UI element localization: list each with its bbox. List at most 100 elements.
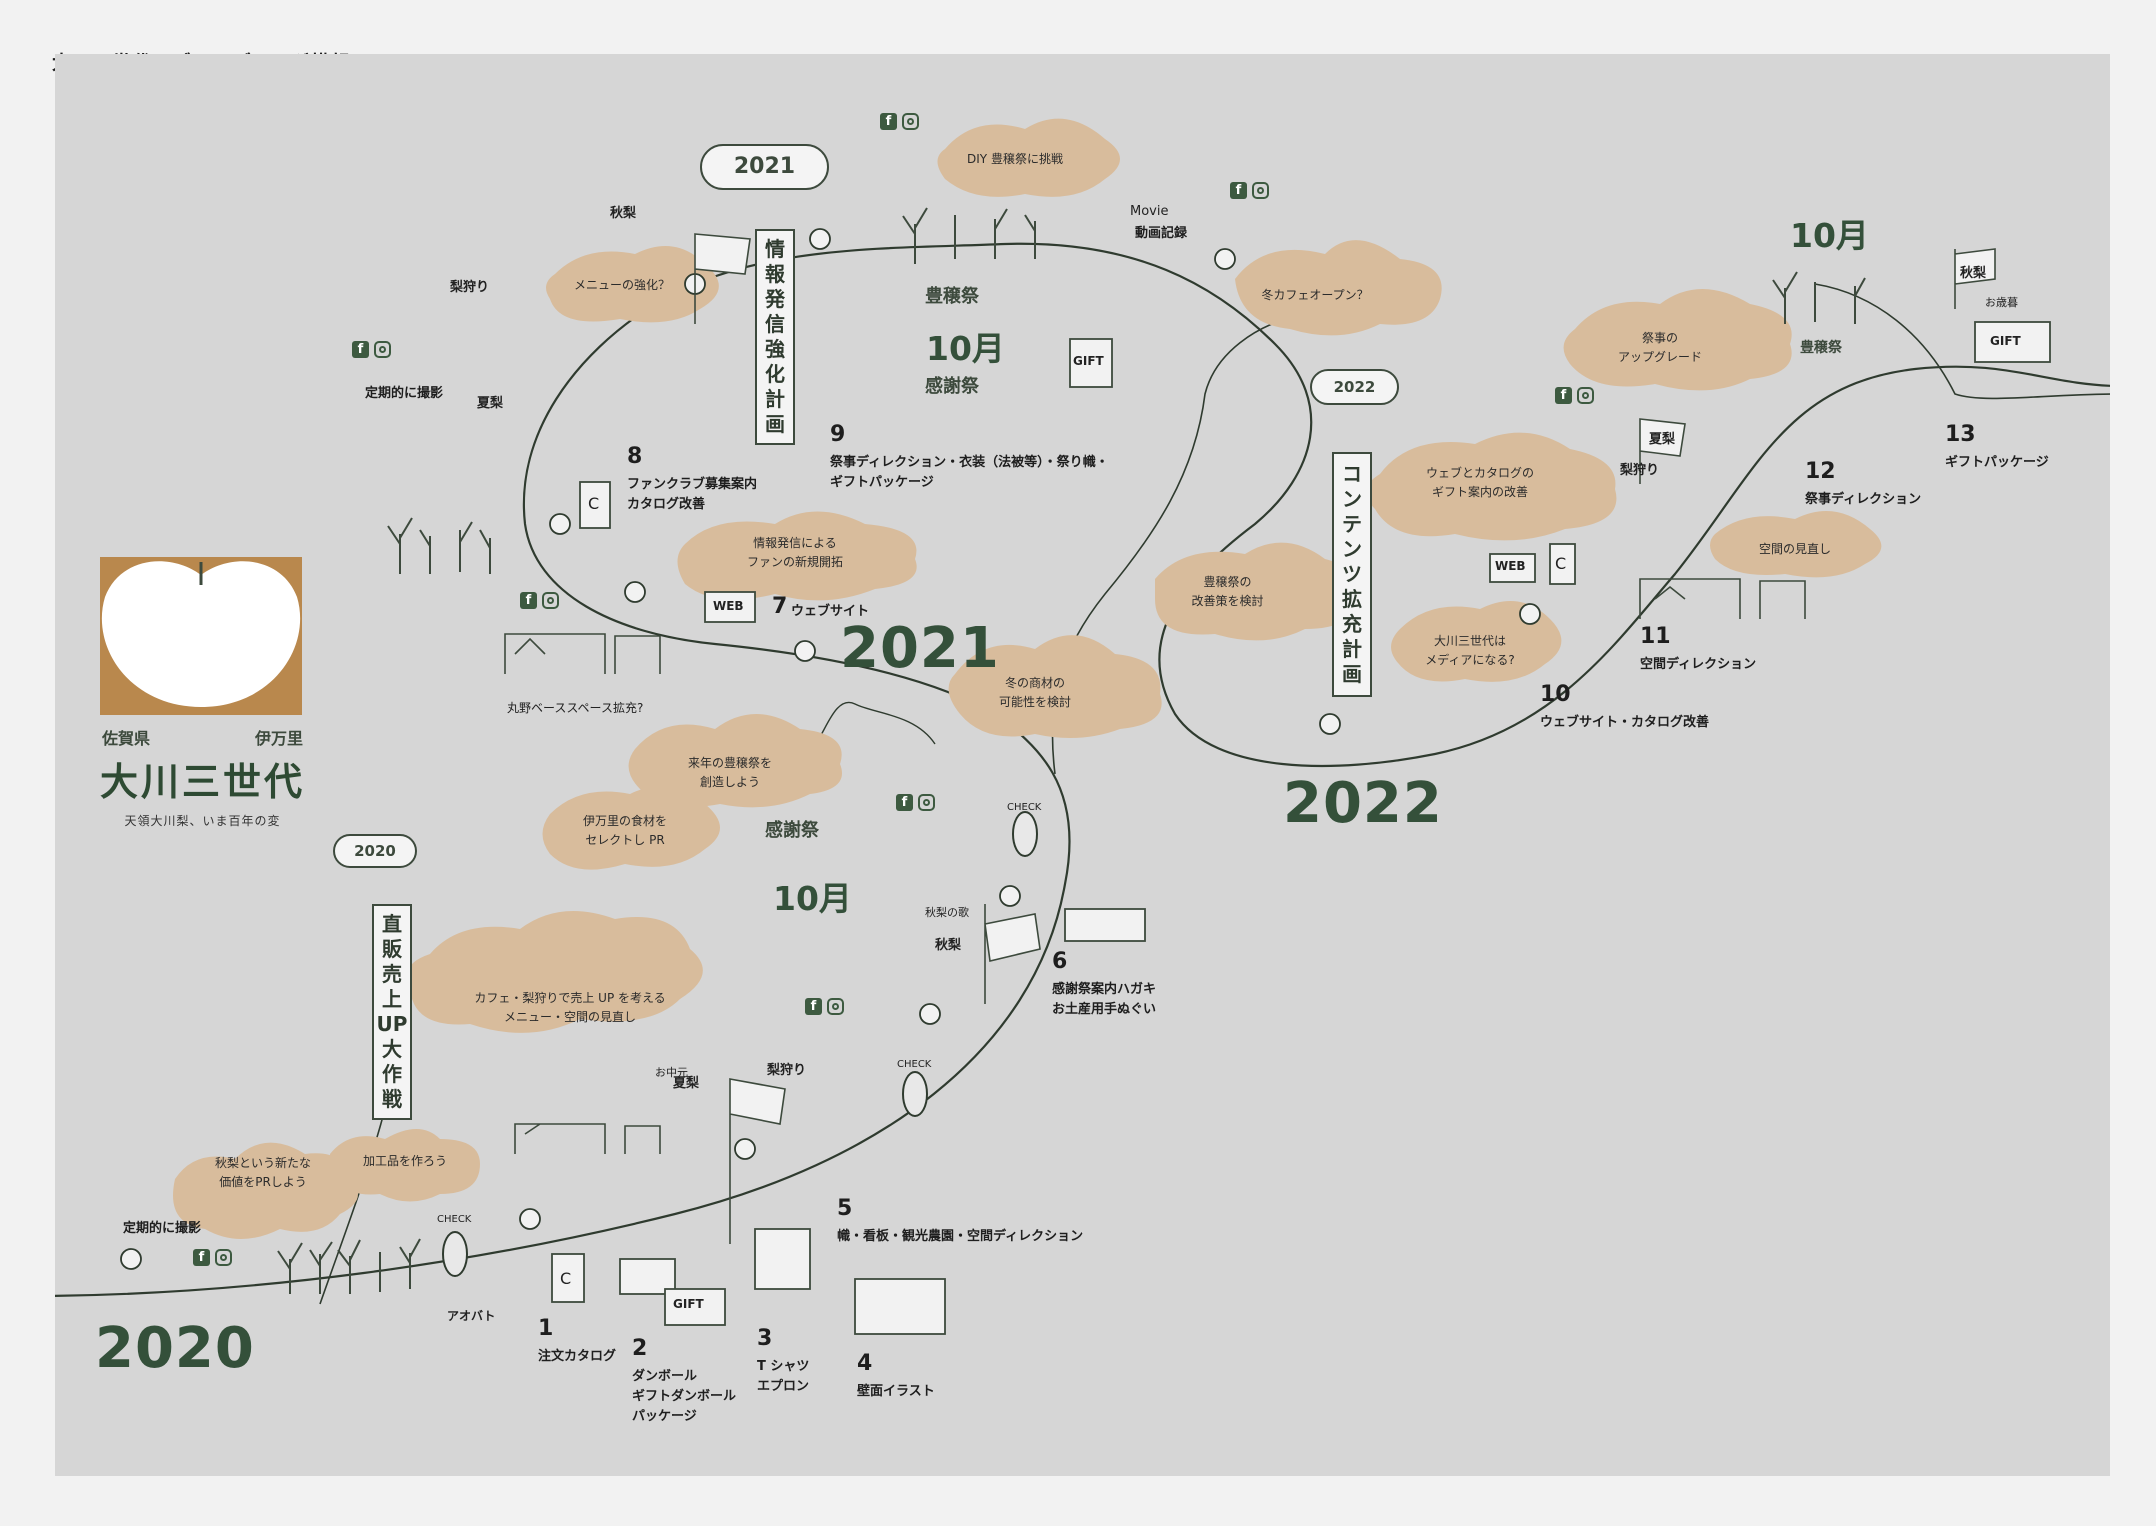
gift-9 [1069, 338, 1113, 388]
item-number-5: 5 [837, 1196, 853, 1221]
label-web-10: WEB [1495, 559, 1526, 573]
tree-drawings [277, 207, 1866, 1294]
banner-2020: 直販売上UP大作戦 [372, 904, 412, 1120]
label-kanshasai-2020: 感謝祭 [765, 820, 819, 841]
label-akinashi-1: 秋梨 [935, 938, 962, 953]
cloud-text-7: 情報発信による ファンの新規開拓 [746, 536, 843, 569]
item-label-8: ファンクラブ募集案内 カタログ改善 [627, 477, 758, 513]
note-omiyage: お中元 [655, 1066, 688, 1079]
cloud-9 [937, 118, 1120, 197]
item-number-3: 3 [757, 1326, 773, 1351]
cloud-15 [1710, 511, 1882, 578]
zeppelin-2022: 2022 [1310, 369, 1399, 405]
cloud-11 [1366, 432, 1617, 541]
cloud-2 [330, 1129, 480, 1202]
note-movie-word: Movie [1130, 204, 1169, 219]
marker-3c [1319, 713, 1341, 735]
marker-3b [1214, 248, 1236, 270]
label-gift-13: GIFT [1990, 334, 2021, 348]
logo-city: 伊万里 [254, 729, 303, 748]
instagram-icon [542, 592, 559, 609]
marker-6 [519, 1208, 541, 1230]
banner-2021: 情報発信強化計画 [755, 229, 795, 445]
item-label-9: 祭事ディレクション・衣装（法被等）・祭り幟・ ギフトパッケージ [830, 455, 1109, 491]
gift-13 [1974, 321, 2051, 363]
instagram-icon [827, 998, 844, 1015]
label-nashigari-1: 梨狩り [450, 280, 490, 295]
item-number-11: 11 [1640, 624, 1671, 649]
instagram-icon [902, 113, 919, 130]
item-label-3: T シャツ エプロン [757, 1359, 810, 1395]
cloud-text-9: DIY 豊穣祭に挑戦 [967, 152, 1063, 166]
shirt-3 [754, 1228, 811, 1290]
note-check-2: CHECK [897, 1059, 932, 1070]
cloud-5 [542, 786, 720, 870]
item-number-12: 12 [1805, 459, 1836, 484]
month-oct-2022: 10月 [1790, 216, 1869, 255]
facebook-icon: f [896, 794, 913, 811]
box-2b [664, 1288, 726, 1326]
note-movie: 動画記録 [1135, 226, 1188, 241]
cloud-text-2: 加工品を作ろう [362, 1154, 447, 1168]
item-number-4: 4 [857, 1351, 873, 1376]
bird-drawings [442, 811, 1038, 1277]
year-2022: 2022 [1283, 771, 1443, 836]
item-label-2: ダンボール ギフトダンボール パッケージ [632, 1369, 737, 1425]
building-drawings [504, 578, 1806, 1154]
facebook-icon: f [193, 1249, 210, 1266]
branch-path-2022 [1814, 283, 2110, 400]
label-natsunashi-1: 夏梨 [673, 1076, 700, 1091]
item-number-10: 10 [1540, 682, 1571, 707]
year-2020: 2020 [95, 1316, 255, 1381]
cloud-8 [546, 246, 719, 323]
cloud-text-15: 空間の見直し [1758, 542, 1831, 556]
marker-4 [120, 1248, 142, 1270]
note-photo-2020: 定期的に撮影 [123, 1221, 202, 1236]
cloud-text-4: 来年の豊穣祭を 創造しよう [687, 756, 772, 789]
instagram-icon [374, 341, 391, 358]
label-nashigari-2: 梨狩り [767, 1063, 807, 1078]
facebook-icon: f [520, 592, 537, 609]
item-drawings [551, 321, 2051, 1335]
marker-10b [809, 228, 831, 250]
cloud-4 [628, 714, 842, 808]
label-gift-2: GIFT [673, 1297, 704, 1311]
instagram-icon [918, 794, 935, 811]
label-kanshasai-2021: 感謝祭 [925, 376, 979, 397]
zeppelin-2020: 2020 [333, 834, 417, 868]
cloud-text-8: メニューの強化？ [573, 278, 670, 292]
item-label-6: 感謝祭案内ハガキ お土産用手ぬぐい [1052, 982, 1157, 1018]
cloud-14 [1563, 289, 1792, 391]
instagram-icon [1252, 182, 1269, 199]
instagram-icon [215, 1249, 232, 1266]
catalog-8 [579, 481, 611, 529]
label-catalog-10: C [1555, 554, 1567, 573]
pear-icon [101, 561, 301, 707]
wall-4 [854, 1278, 946, 1335]
cloud-10 [1235, 240, 1442, 336]
item-label-11: 空間ディレクション [1640, 657, 1757, 672]
note-aobato: アオバト [447, 1309, 496, 1323]
facebook-icon: f [805, 998, 822, 1015]
cloud-text-12: 豊穣祭の 改善策を検討 [1191, 575, 1264, 608]
card-6 [1064, 908, 1146, 942]
branding-board: 2020 2021 2022 直販売上UP大作戦 情報発信強化計画 コンテンツ拡… [55, 54, 2110, 1476]
web-7 [704, 591, 756, 623]
month-markers [120, 228, 1541, 1270]
item-number-9: 9 [830, 422, 846, 447]
note-maruno: 丸野ベーススペース拡充? [507, 701, 644, 715]
marker-5 [624, 581, 646, 603]
note-check-1: CHECK [437, 1214, 472, 1225]
brand-logo: 佐賀県 伊万里 大川三世代 天領大川梨、いま百年の変 [100, 557, 305, 829]
label-gift-9: GIFT [1073, 354, 1104, 368]
item-number-7: 7 [772, 594, 788, 619]
instagram-icon [1577, 387, 1594, 404]
cloud-13 [1391, 601, 1562, 682]
facebook-icon: f [1230, 182, 1247, 199]
cloud-text-6: 冬の商材の 可能性を検討 [998, 676, 1071, 709]
label-houjousai-2021: 豊穣祭 [925, 286, 979, 307]
roadmap-drawing [55, 118, 2110, 1335]
cloud-text-14: 祭事の アップグレード [1617, 331, 1702, 364]
note-autumn-gift: 秋梨の歌 [925, 906, 969, 919]
logo-tagline: 天領大川梨、いま百年の変 [124, 814, 281, 828]
